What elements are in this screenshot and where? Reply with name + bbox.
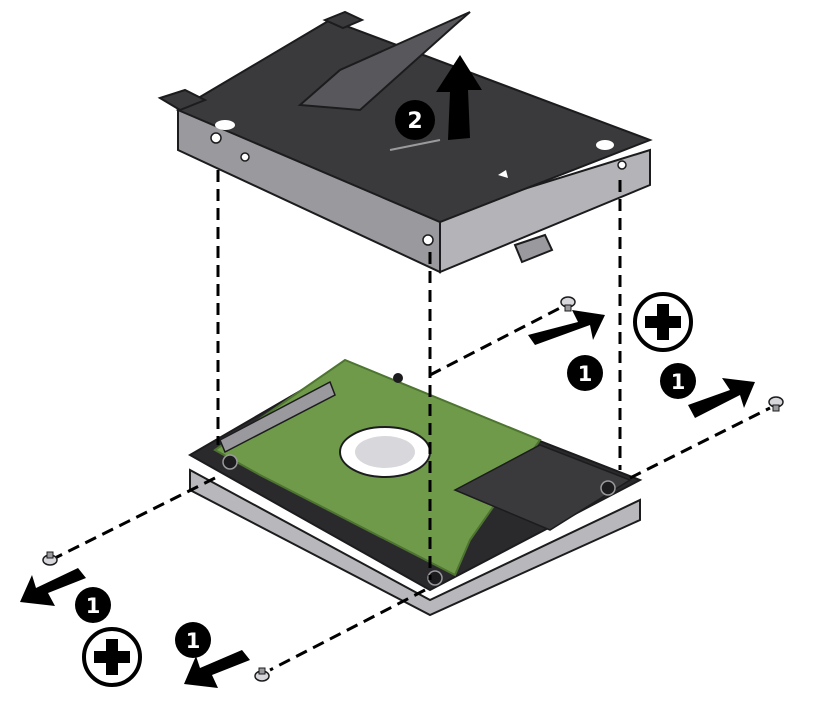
removal-arrow-icon (688, 378, 755, 418)
drive-mount-hole (222, 454, 238, 470)
bracket-slot (596, 140, 614, 150)
drive-mount-hole (427, 570, 443, 586)
numbered-callout-icon: 1 (567, 355, 603, 391)
hard-drive (187, 358, 643, 617)
phillips-screw-icon (42, 551, 58, 566)
numbered-callout-icon: 1 (75, 587, 111, 623)
phillips-screw-icon (768, 396, 784, 412)
screws (42, 296, 784, 682)
bracket-tab-front-left (157, 88, 208, 112)
removal-arrows (20, 55, 755, 688)
numbered-callout-icon: 1 (660, 363, 696, 399)
sata-connector (219, 380, 336, 454)
removal-arrow-icon (184, 650, 250, 688)
phillips-screwdriver-icon (82, 627, 142, 687)
phillips-screw-icon (560, 296, 576, 312)
callout-label-step2: 2 (407, 109, 422, 134)
phillips-screwdriver-icon (633, 292, 693, 352)
bracket-side-wall-right (439, 148, 651, 274)
removal-arrow-icon (436, 55, 482, 140)
bracket-hole (422, 234, 434, 246)
screw-path (54, 476, 216, 560)
numbered-callout-icon: 1 (175, 622, 211, 658)
bracket-tab-rear-left (322, 10, 365, 30)
bracket-hole (617, 160, 627, 170)
screw-path (429, 306, 561, 377)
hard-drive-bracket (157, 10, 653, 274)
bracket-groove (389, 139, 441, 151)
alignment-lines (216, 170, 622, 580)
bracket-notch (498, 170, 508, 178)
bracket-hole (210, 132, 222, 144)
removal-arrow-icon (20, 568, 86, 606)
phillips-screw-icon (254, 667, 270, 682)
bracket-tab-right (513, 233, 554, 264)
removal-arrow-icon (528, 310, 605, 345)
motor-hub (355, 436, 415, 468)
callout-label-step1: 1 (186, 629, 201, 653)
callout-label-step1: 1 (578, 362, 593, 386)
bracket-pull-tab (297, 11, 471, 112)
screw-path (269, 588, 426, 672)
screw-paths (54, 306, 771, 672)
bracket-slot (215, 120, 235, 130)
callout-label-step1: 1 (671, 370, 686, 394)
screw-path (629, 406, 771, 480)
drive-actuator-cover (453, 444, 632, 531)
callout-label-step1: 1 (86, 594, 101, 618)
drive-mount-hole (600, 480, 616, 496)
drive-mount-hole (393, 373, 403, 383)
bracket-hole (240, 152, 250, 162)
numbered-callout-icon: 2 (395, 100, 435, 140)
